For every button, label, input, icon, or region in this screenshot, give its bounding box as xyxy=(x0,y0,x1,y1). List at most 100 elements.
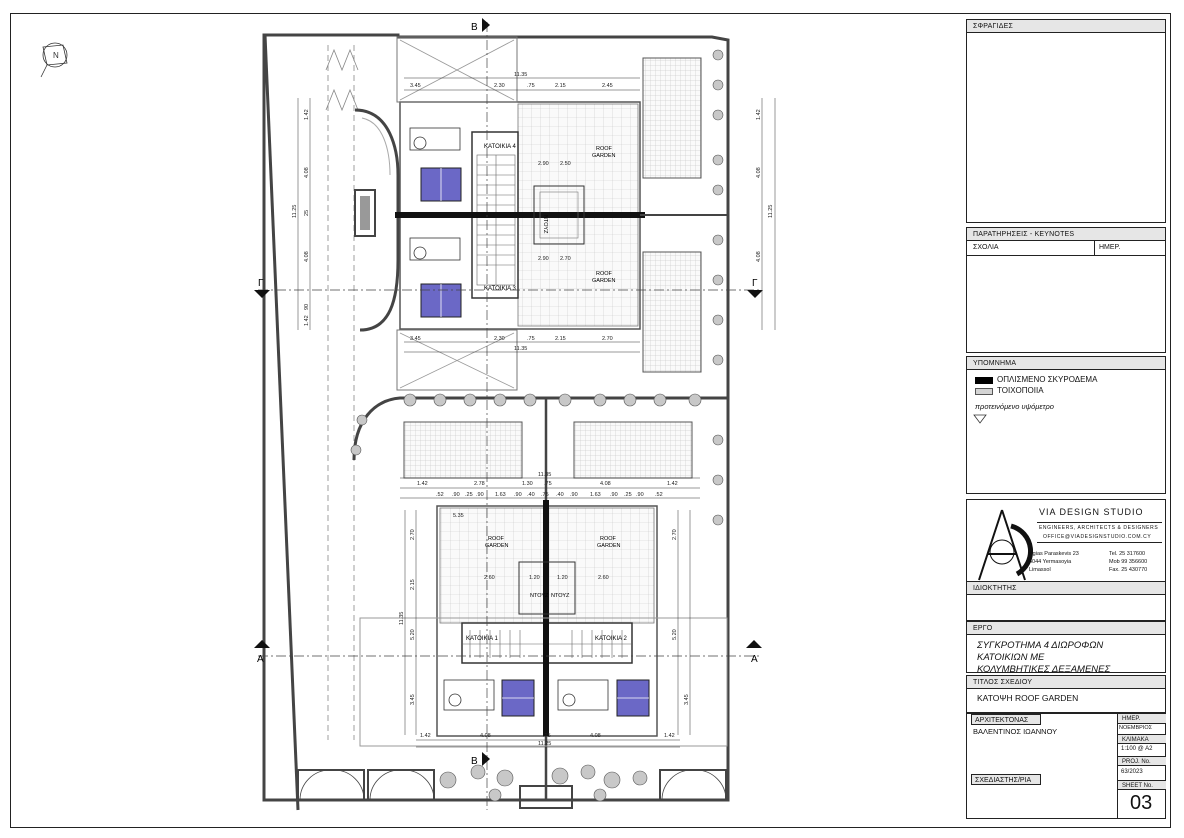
unit-3-label: ΚΑΤΟΙΚΙΑ 3 xyxy=(484,286,516,292)
dim: 2.70 xyxy=(560,256,571,262)
legend-concrete-swatch xyxy=(975,377,993,384)
studio-box: VIA DESIGN STUDIO ENGINEERS, ARCHITECTS … xyxy=(966,499,1166,593)
dim: 1.20 xyxy=(557,575,568,581)
notes-date-col: ΗΜΕΡ. xyxy=(1099,244,1121,251)
section-b-top: B xyxy=(471,22,478,33)
unit-1-label: ΚΑΤΟΙΚΙΑ 1 xyxy=(466,636,498,642)
dim: 3.45 xyxy=(684,694,690,705)
bottom-block: ΝΤΟΥΖ ΝΤΟΥΖ ΚΑΤΟΙΚΙΑ 1 ΚΑΤΟΙΚΙΑ 2 ROOF G… xyxy=(359,500,728,747)
unit-2-label: ΚΑΤΟΙΚΙΑ 2 xyxy=(595,636,627,642)
dim: 2.60 xyxy=(598,575,609,581)
sheet-no-label: SHEET No. xyxy=(1118,780,1166,790)
dim: 90 xyxy=(304,304,310,310)
section-g-left: Γ xyxy=(258,278,264,289)
dim: 4.08 xyxy=(756,167,762,178)
dim: 3.45 xyxy=(410,83,421,89)
dim: 5.35 xyxy=(453,513,464,519)
garden-label: GARDEN xyxy=(592,153,616,159)
credits-box: ΑΡΧΙΤΕΚΤΟΝΑΣ ΒΑΛΕΝΤΙΝΟΣ ΙΩΑΝΝΟΥ ΣΧΕΔΙΑΣΤ… xyxy=(966,713,1166,819)
dim: .90 xyxy=(570,492,578,498)
dim: 2.90 xyxy=(538,161,549,167)
dim: 4.08 xyxy=(756,251,762,262)
dim: 1.63 xyxy=(495,492,506,498)
dim: 2.15 xyxy=(555,83,566,89)
drawing-title: ΚΑΤΟΨΗ ROOF GARDEN xyxy=(977,693,1079,703)
studio-tagline: ENGINEERS, ARCHITECTS & DESIGNERS xyxy=(1039,525,1159,531)
dim: 2.90 xyxy=(538,256,549,262)
shrubs xyxy=(350,49,724,802)
dim: .75 xyxy=(544,481,552,487)
dim: 4.08 xyxy=(304,251,310,262)
date-label: ΗΜΕΡ. xyxy=(1118,714,1166,724)
dim: 1.42 xyxy=(664,733,675,739)
notes-box: ΠΑΡΑΤΗΡΗΣΕΙΣ - KEYNOTES ΣΧΟΛΙΑ ΗΜΕΡ. xyxy=(966,227,1166,353)
dim: 2.50 xyxy=(560,161,571,167)
garden-label: GARDEN xyxy=(597,543,621,549)
roof-label: ROOF xyxy=(596,271,613,277)
site-boundary xyxy=(262,33,730,802)
dim: 1.42 xyxy=(417,481,428,487)
dim: 5.20 xyxy=(410,629,416,640)
proj-no-label: PROJ. No. xyxy=(1118,756,1166,766)
dim: .25 xyxy=(624,492,632,498)
architect-name: ΒΑΛΕΝΤΙΝΟΣ ΙΩΑΝΝΟΥ xyxy=(973,727,1058,736)
pool-3 xyxy=(642,251,702,373)
project-line: ΚΑΤΟΙΚΙΩΝ ΜΕ xyxy=(977,652,1045,663)
notes-comments-col: ΣΧΟΛΙΑ xyxy=(973,244,999,251)
dim: 1.30 xyxy=(522,481,533,487)
dim: .90 xyxy=(610,492,618,498)
unit-4-label: ΚΑΤΟΙΚΙΑ 4 xyxy=(484,144,516,150)
legend-box: ΥΠΟΜΝΗΜΑ ΟΠΛΙΣΜΕΝΟ ΣΚΥΡΟΔΕΜΑ ΤΟΙΧΟΠΟΙΙΑ … xyxy=(966,356,1166,494)
floor-plan: N xyxy=(40,18,776,811)
sheet-no-value: 03 xyxy=(1130,792,1153,814)
dim: .40 xyxy=(527,492,535,498)
owner-header: ΙΔΙΟΚΤΗΤΗΣ xyxy=(967,582,1165,595)
dim: .90 xyxy=(514,492,522,498)
top-block: ΝΤΟΥΖ ΚΑΤΟΙΚΙΑ 4 ΚΑΤΟΙΚΙΑ 3 ROOF GARDEN … xyxy=(354,36,728,391)
legend-level: προτεινόμενο υψόμετρο xyxy=(975,402,1054,411)
dim: 2.45 xyxy=(602,83,613,89)
dim: 11.35 xyxy=(399,612,405,625)
stamps-box: ΣΦΡΑΓΙΔΕΣ xyxy=(966,19,1166,223)
north-arrow-icon: N xyxy=(40,42,68,78)
studio-logo-icon xyxy=(978,509,1033,581)
shower-label-1: ΝΤΟΥΖ xyxy=(530,593,549,599)
shower-label-2: ΝΤΟΥΖ xyxy=(551,593,570,599)
project-box: ΕΡΓΟ ΣΥΓΚΡΟΤΗΜΑ 4 ΔΙΩΡΟΦΩΝ ΚΑΤΟΙΚΙΩΝ ΜΕ … xyxy=(966,621,1166,675)
dim: 1.63 xyxy=(590,492,601,498)
project-header: ΕΡΓΟ xyxy=(967,622,1165,635)
studio-phones: Tel. 25 317600 Mob 99 356600 Fax. 25 430… xyxy=(1109,550,1147,574)
legend-header: ΥΠΟΜΝΗΜΑ xyxy=(967,357,1165,370)
dim: 2.78 xyxy=(474,481,485,487)
dim: .25 xyxy=(543,733,551,739)
studio-name: VIA DESIGN STUDIO xyxy=(1039,507,1144,517)
dim-lower-total: 11.35 xyxy=(538,472,551,478)
dim: 4.08 xyxy=(600,481,611,487)
title-block: ΣΦΡΑΓΙΔΕΣ ΠΑΡΑΤΗΡΗΣΕΙΣ - KEYNOTES ΣΧΟΛΙΑ… xyxy=(966,19,1166,819)
dim: .75 xyxy=(527,336,535,342)
drawing-title-box: ΤΙΤΛΟΣ ΣΧΕΔΙΟΥ ΚΑΤΟΨΗ ROOF GARDEN xyxy=(966,675,1166,713)
dim: .40 xyxy=(556,492,564,498)
dim: .90 xyxy=(636,492,644,498)
legend-masonry: ΤΟΙΧΟΠΟΙΙΑ xyxy=(997,386,1044,395)
studio-email[interactable]: OFFICE@VIADESIGNSTUDIO.COM.CY xyxy=(1043,534,1152,540)
dim: 2.70 xyxy=(672,529,678,540)
dim: 1.42 xyxy=(420,733,431,739)
level-marker-icon xyxy=(973,414,987,424)
dim: 2.30 xyxy=(494,336,505,342)
shower-label-top: ΝΤΟΥΖ xyxy=(542,215,548,234)
dim: .90 xyxy=(476,492,484,498)
fax: Fax. 25 430770 xyxy=(1109,567,1148,573)
dim: 1.42 xyxy=(304,109,310,120)
legend-masonry-swatch xyxy=(975,388,993,395)
dim-bottom-total: 11.25 xyxy=(538,741,551,747)
proj-no-value: 63/2023 xyxy=(1121,769,1143,775)
dim: 2.15 xyxy=(555,336,566,342)
dim: 1.42 xyxy=(667,481,678,487)
middle-garden xyxy=(352,396,728,800)
garden-label: GARDEN xyxy=(592,278,616,284)
roof-label: ROOF xyxy=(600,536,617,542)
legend-concrete: ΟΠΛΙΣΜΕΝΟ ΣΚΥΡΟΔΕΜΑ xyxy=(997,375,1098,384)
dim: 2.70 xyxy=(410,529,416,540)
dim: 4.08 xyxy=(480,733,491,739)
